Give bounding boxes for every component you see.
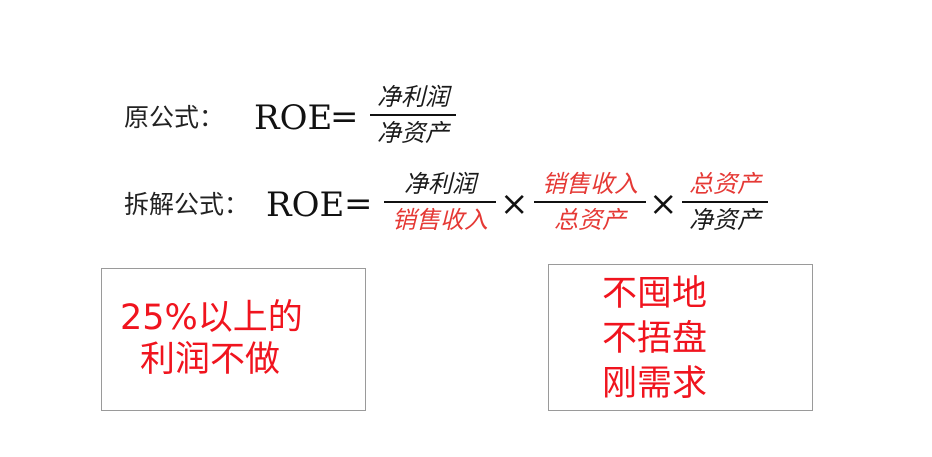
fraction-3-bar [682, 201, 768, 203]
decomposed-roe: ROE [266, 185, 345, 225]
box-principles-line-1: 不囤地 [602, 274, 708, 314]
fraction-2-bar [534, 201, 646, 203]
original-denominator: 净资产 [377, 119, 449, 147]
fraction-2-denominator: 总资产 [554, 206, 626, 234]
fraction-3-denominator: 净资产 [689, 206, 761, 234]
original-numerator: 净利润 [377, 83, 449, 111]
fraction-1-bar [384, 201, 496, 203]
original-formula-label: 原公式： [124, 103, 225, 132]
box-profit-cap: 25%以上的 利润不做 [101, 268, 366, 411]
box-principles-line-3: 刚需求 [602, 364, 708, 404]
decomposed-formula-label: 拆解公式： [124, 190, 250, 219]
times-sign-2: × [649, 184, 678, 224]
box-profit-cap-line-1: 25%以上的 [120, 298, 303, 338]
fraction-sales-over-assets: 销售收入 总资产 [534, 170, 646, 234]
fraction-1-numerator: 净利润 [404, 170, 476, 198]
fraction-assets-over-equity: 总资产 净资产 [682, 170, 768, 234]
fraction-net-profit-over-sales: 净利润 销售收入 [384, 170, 496, 234]
original-fraction-bar [370, 114, 456, 116]
original-fraction: 净利润 净资产 [370, 83, 456, 147]
fraction-3-numerator: 总资产 [689, 170, 761, 198]
box-profit-cap-line-2: 利润不做 [140, 340, 281, 380]
box-principles-line-2: 不捂盘 [602, 319, 708, 359]
decomposed-equals-sign: = [344, 184, 373, 224]
box-principles: 不囤地 不捂盘 刚需求 [548, 264, 813, 411]
fraction-2-numerator: 销售收入 [542, 170, 638, 198]
times-sign-1: × [500, 184, 529, 224]
original-roe: ROE [254, 98, 333, 138]
fraction-1-denominator: 销售收入 [392, 206, 488, 234]
original-equals-sign: = [330, 97, 359, 137]
